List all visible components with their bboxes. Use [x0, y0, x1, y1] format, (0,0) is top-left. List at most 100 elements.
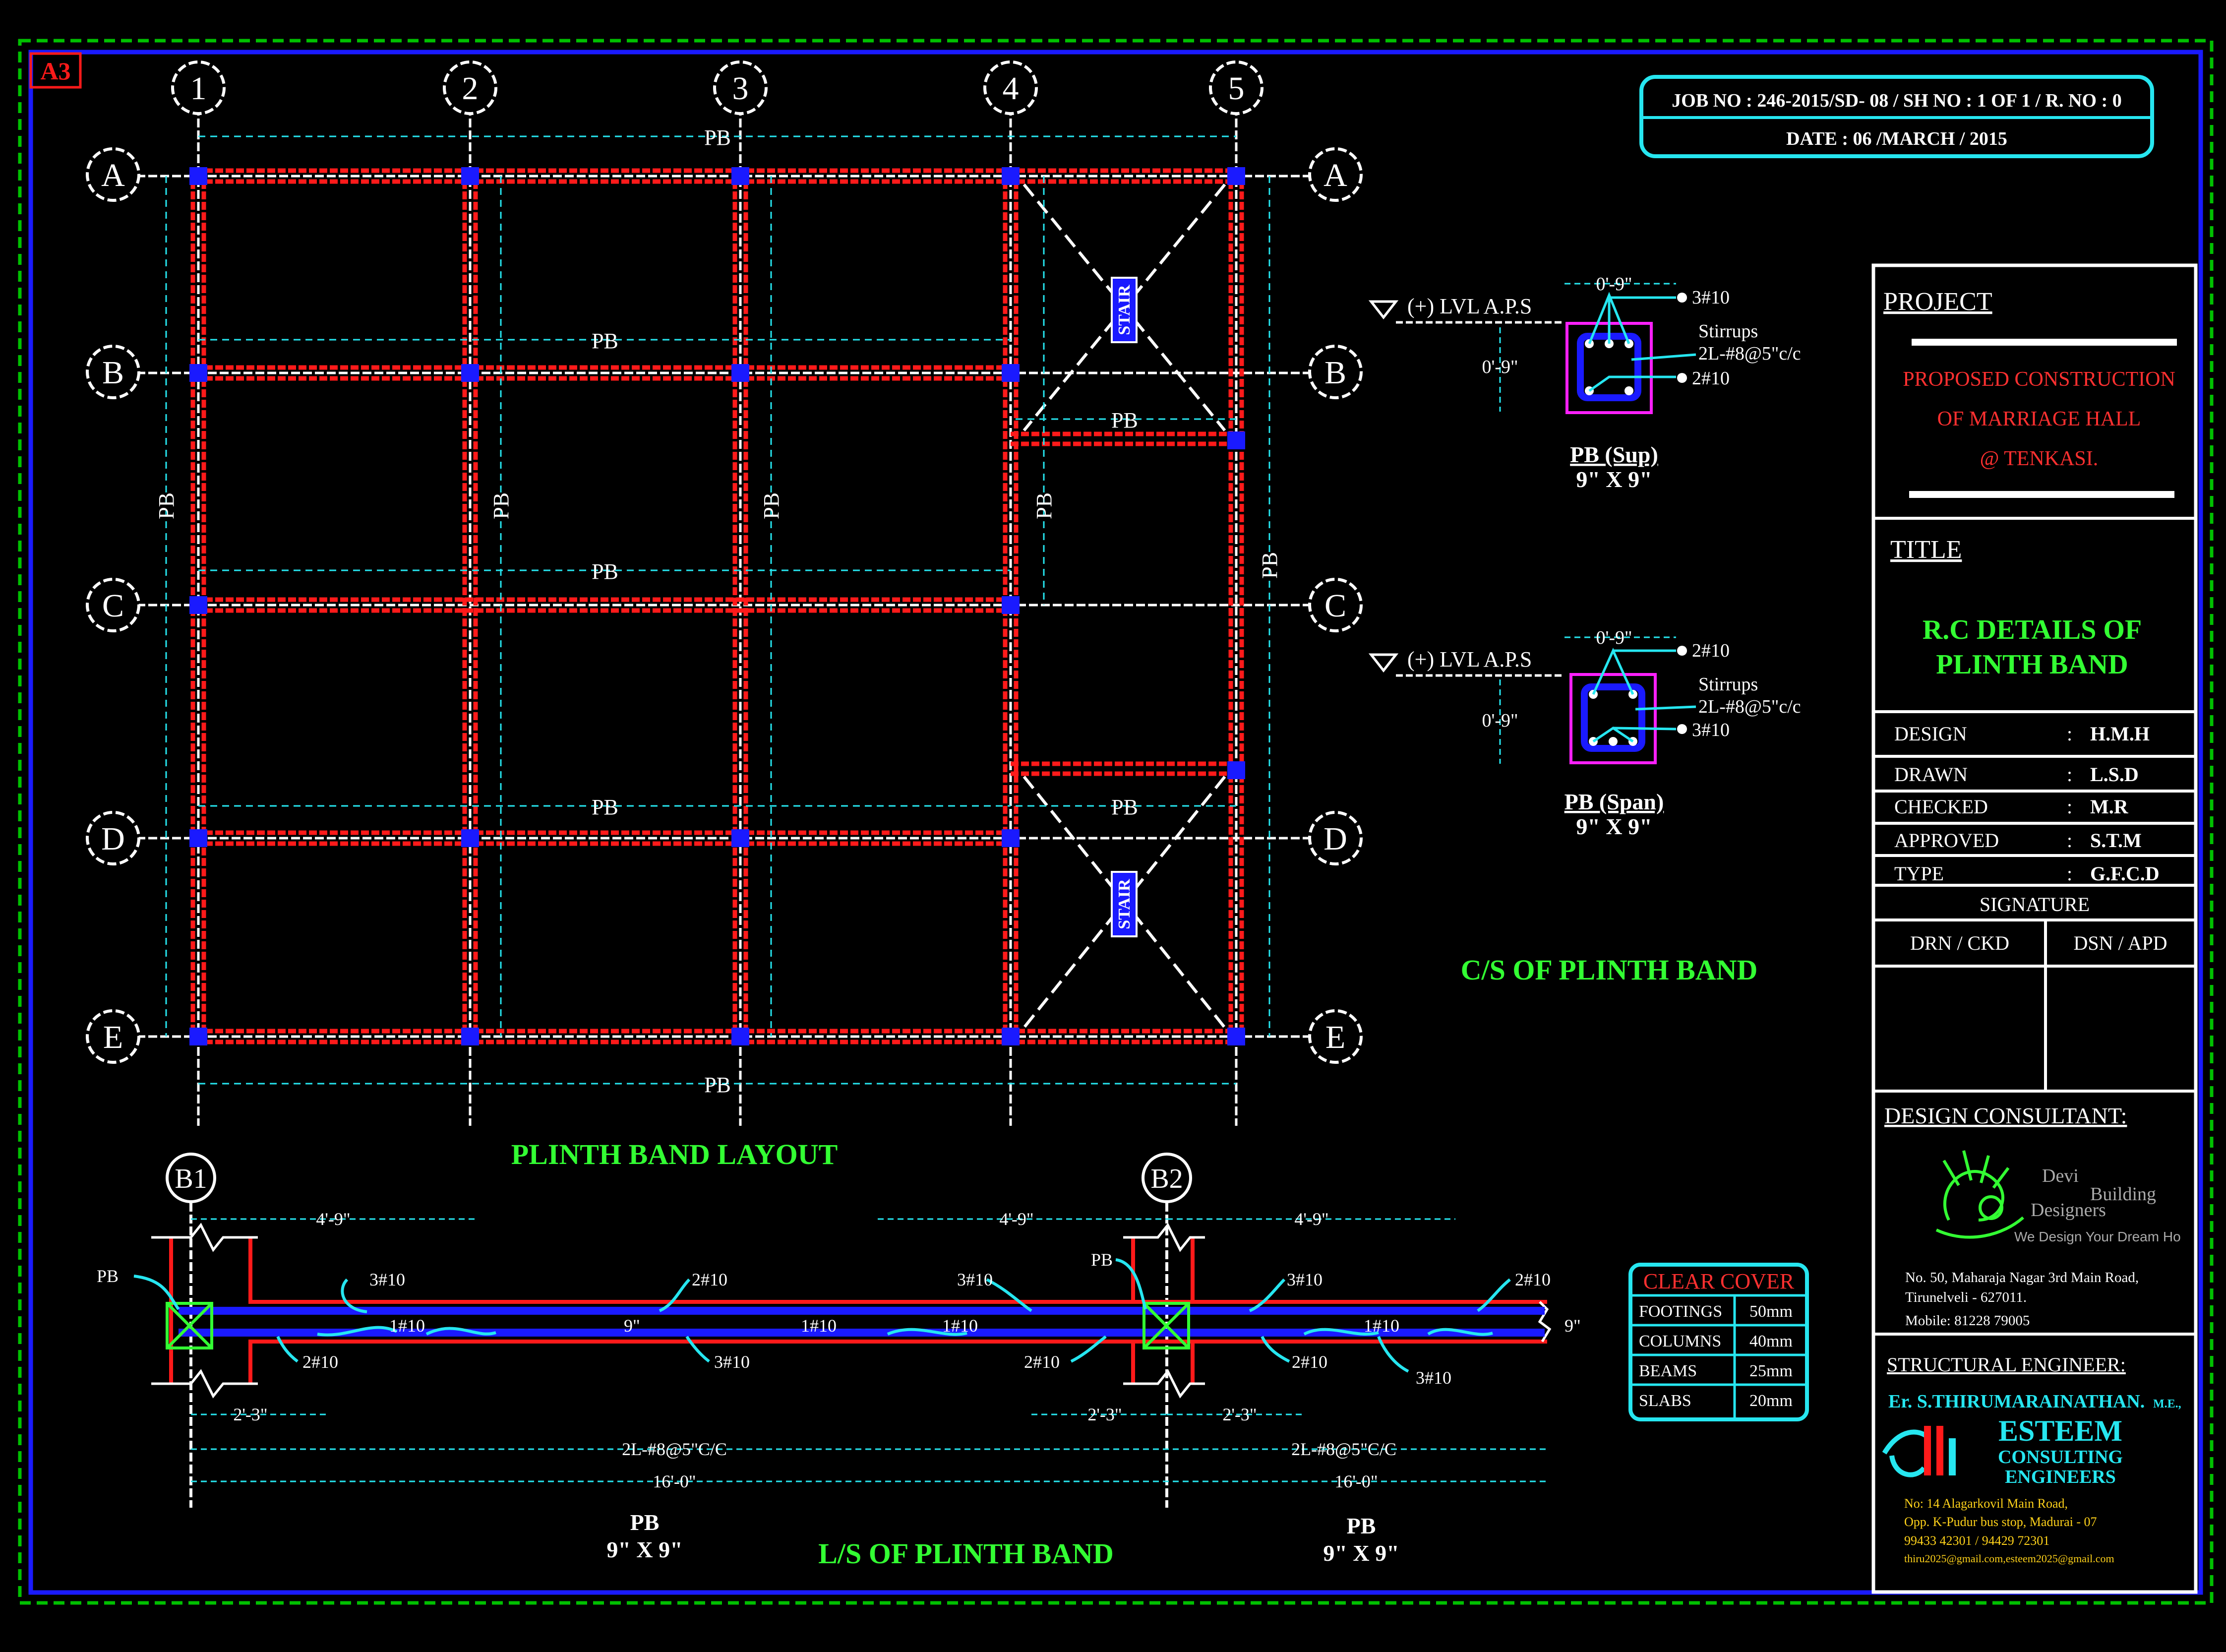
- role-name: M.R: [2090, 795, 2129, 818]
- long-section-title: L/S OF PLINTH BAND: [818, 1537, 1114, 1570]
- consultant-address-2: Tirunelveli - 627011.: [1905, 1289, 2027, 1305]
- clear-cover-value: 50mm: [1749, 1302, 1793, 1321]
- ls-dim-4-9-c: 4'-9": [1294, 1209, 1328, 1229]
- stair-label-upper: STAIR: [1115, 285, 1134, 335]
- ls-stirrup-spacing-b: 2L-#8@5"C/C: [1291, 1439, 1396, 1459]
- engineer-degree: M.E.,: [2153, 1398, 2181, 1410]
- ls-total-a: 16'-0": [653, 1471, 696, 1491]
- ls-bar-2-10-c: 2#10: [302, 1352, 338, 1372]
- ls-total-b: 16'-0": [1334, 1471, 1378, 1491]
- pb-label-col-2: PB: [489, 492, 513, 519]
- long-section: B1 B2: [97, 1153, 1581, 1570]
- pb-label-bottom: PB: [704, 1073, 731, 1097]
- ls-bar-3-10-b: 3#10: [957, 1270, 993, 1289]
- ls-depth-mid: 9": [624, 1316, 640, 1336]
- grid-row-c-left: C: [102, 588, 124, 624]
- support-stirrups-label: Stirrups: [1698, 321, 1758, 342]
- ls-dim-4-9-b: 4'-9": [999, 1209, 1033, 1229]
- support-tag-b1: B1: [175, 1163, 207, 1194]
- ls-dim-2-3-b: 2'-3": [1087, 1405, 1122, 1424]
- support-bottom-bars: 2#10: [1692, 368, 1730, 389]
- span-section-name: PB (Span): [1564, 789, 1664, 814]
- pb-label-col-5: PB: [1258, 552, 1282, 579]
- ls-section-size-2: 9" X 9": [1323, 1540, 1399, 1566]
- grid-row-b-right: B: [1324, 355, 1346, 391]
- clear-cover-title: CLEAR COVER: [1643, 1269, 1795, 1293]
- span-bottom-bars: 3#10: [1692, 720, 1730, 740]
- role-name: G.F.C.D: [2090, 862, 2160, 885]
- role-label: DESIGN: [1894, 723, 1967, 745]
- firm-address-1: No: 14 Alagarkovil Main Road,: [1904, 1496, 2068, 1511]
- drawing-title-line-2: PLINTH BAND: [1936, 649, 2128, 680]
- firm-name-2: CONSULTING: [1998, 1447, 2123, 1468]
- ls-bar-3-10-e: 3#10: [1416, 1368, 1451, 1388]
- pb-label-row-b: PB: [592, 329, 618, 353]
- consultant-logo-word-1: Devi: [2042, 1165, 2079, 1186]
- signature-col-2: DSN / APD: [2074, 932, 2167, 954]
- ls-dim-2-3-c: 2'-3": [1222, 1405, 1257, 1424]
- pb-label-row-d: PB: [592, 795, 618, 819]
- stair-upper: STAIR: [1111, 277, 1138, 343]
- drawing-title-line-1: R.C DETAILS OF: [1923, 614, 2142, 645]
- role-name: S.T.M: [2090, 829, 2142, 852]
- ls-bar-3-10-c: 3#10: [1287, 1270, 1323, 1289]
- clear-cover-table: CLEAR COVER FOOTINGS 50mm COLUMNS 40mm B…: [1628, 1263, 1809, 1421]
- ls-bar-1-10-b: 1#10: [801, 1316, 837, 1336]
- size-tag: A3: [40, 57, 70, 85]
- ls-section-size-1: 9" X 9": [606, 1537, 682, 1562]
- consultant-address-3: Mobile: 81228 79005: [1905, 1313, 2030, 1329]
- span-stirrups-label: Stirrups: [1698, 674, 1758, 695]
- engineer-name: Er. S.THIRUMARAINATHAN.: [1888, 1391, 2145, 1412]
- ls-stirrup-spacing-a: 2L-#8@5"C/C: [622, 1439, 727, 1459]
- support-section-size: 9" X 9": [1576, 467, 1652, 492]
- outer-green-border: [18, 39, 2214, 1605]
- cross-section-title: C/S OF PLINTH BAND: [1461, 954, 1758, 986]
- ls-section-name-2: PB: [1347, 1513, 1376, 1538]
- title-block: PROJECT PROPOSED CONSTRUCTION OF MARRIAG…: [1871, 263, 2198, 1594]
- ls-bar-1-10-a: 1#10: [389, 1316, 425, 1336]
- grid-col-5-label: 5: [1228, 70, 1245, 107]
- cross-sections: (+) LVL A.P.S 0'-9" 0'-9" 3#10 Stirrups …: [1368, 274, 1801, 986]
- title-heading: TITLE: [1890, 536, 1962, 564]
- pb-label-col-1: PB: [154, 492, 179, 519]
- stair-label-lower: STAIR: [1115, 879, 1134, 929]
- engineer-heading: STRUCTURAL ENGINEER:: [1887, 1353, 2126, 1376]
- clear-cover-value: 20mm: [1749, 1392, 1793, 1410]
- section-span: (+) LVL A.P.S 0'-9" 0'-9" 2#10 Stirrups …: [1368, 627, 1801, 839]
- pb-label-row-c: PB: [592, 559, 618, 584]
- role-name: L.S.D: [2090, 763, 2139, 786]
- signature-heading: SIGNATURE: [1980, 893, 2090, 916]
- span-level-label: (+) LVL A.P.S: [1407, 647, 1532, 672]
- project-line-2: OF MARRIAGE HALL: [1937, 408, 2141, 430]
- firm-name-3: ENGINEERS: [2005, 1467, 2116, 1487]
- pb-label-col-3: PB: [759, 492, 783, 519]
- grid-row-d-right: D: [1324, 821, 1347, 857]
- support-top-bars: 3#10: [1692, 287, 1730, 308]
- role-separator: :: [2067, 829, 2072, 852]
- span-stirrups-spec: 2L-#8@5"c/c: [1698, 696, 1801, 717]
- firm-name-1: ESTEEM: [1998, 1414, 2122, 1447]
- firm-address-2: Opp. K-Pudur bus stop, Madurai - 07: [1904, 1515, 2097, 1529]
- issue-date: DATE : 06 /MARCH / 2015: [1786, 128, 2007, 149]
- pb-label-top: PB: [704, 125, 731, 150]
- pb-label-col-4: PB: [1032, 492, 1056, 519]
- span-section-size: 9" X 9": [1576, 814, 1652, 839]
- consultant-tagline: We Design Your Dream Ho: [2014, 1229, 2181, 1244]
- grid-row-b-left: B: [102, 355, 124, 391]
- consultant-logo-word-3: Designers: [2031, 1200, 2106, 1221]
- plinth-band-layout: STAIR STAIR PB PB PB PB PB: [86, 61, 1363, 1170]
- consultant-heading: DESIGN CONSULTANT:: [1884, 1103, 2127, 1128]
- clear-cover-item: FOOTINGS: [1639, 1302, 1722, 1321]
- grid-col-3-label: 3: [732, 70, 749, 107]
- role-name: H.M.H: [2090, 723, 2150, 745]
- clear-cover-item: BEAMS: [1639, 1362, 1697, 1380]
- firm-address-3: 99433 42301 / 94429 72301: [1904, 1533, 2049, 1548]
- role-separator: :: [2067, 795, 2072, 818]
- role-separator: :: [2067, 763, 2072, 786]
- pb-label-stair-top: PB: [1111, 408, 1138, 432]
- ls-pb-label-2: PB: [1091, 1250, 1113, 1270]
- ls-bar-2-10-b: 2#10: [1515, 1270, 1551, 1289]
- consultant-logo-word-2: Building: [2090, 1184, 2156, 1205]
- ls-pb-label-1: PB: [97, 1266, 119, 1286]
